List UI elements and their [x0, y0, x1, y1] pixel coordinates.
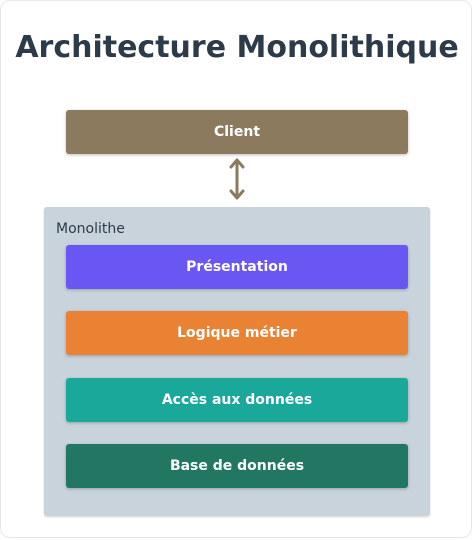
layer-label: Présentation	[186, 259, 288, 275]
monolith-container: Monolithe Présentation Logique métier Ac…	[44, 207, 430, 516]
bidirectional-arrow-icon	[229, 158, 245, 200]
client-label: Client	[213, 124, 261, 140]
layer-business-logic: Logique métier	[66, 311, 408, 355]
layer-label: Logique métier	[177, 325, 297, 341]
diagram-title: Architecture Monolithique	[15, 30, 459, 65]
layer-data-access: Accès aux données	[66, 378, 408, 422]
monolith-label: Monolithe	[56, 221, 125, 237]
client-box: Client	[66, 110, 408, 154]
arrow-head-down	[229, 189, 245, 200]
layer-presentation: Présentation	[66, 245, 408, 289]
layer-database: Base de données	[66, 444, 408, 488]
layer-label: Base de données	[169, 458, 305, 474]
arrow-head-up	[229, 158, 245, 169]
layer-label: Accès aux données	[161, 392, 313, 408]
